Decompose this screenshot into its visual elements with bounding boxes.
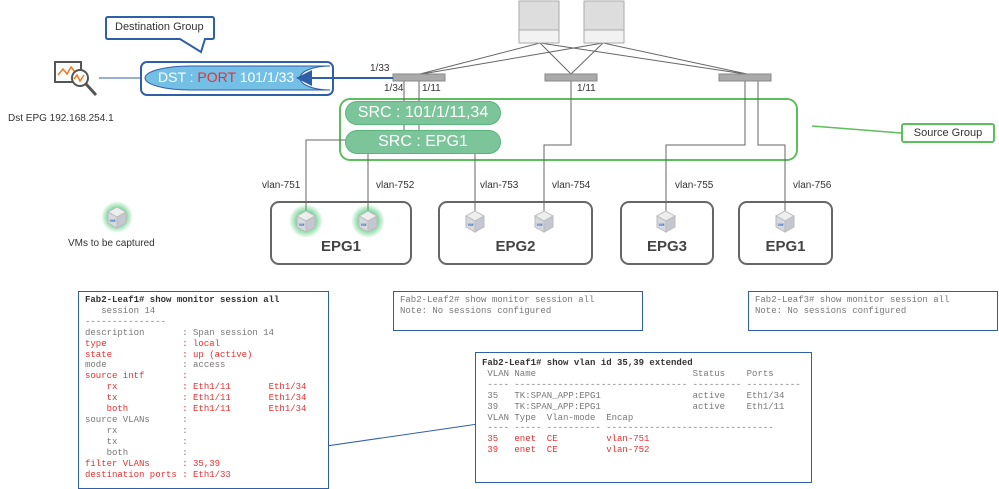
port-1-11-leaf2: 1/11 xyxy=(577,83,596,94)
epg-label: EPG1 xyxy=(320,238,362,255)
dst-label: DST : PORT 101/1/33 xyxy=(158,69,294,85)
terminal-line: session 14 xyxy=(85,305,156,316)
terminal-line: tx : Eth1/11 Eth1/34 xyxy=(85,393,307,404)
terminal-line: 35 TK:SPAN_APP:EPG1 active Eth1/34 xyxy=(482,390,785,401)
terminal-line: mode : access xyxy=(85,360,226,371)
vm-icon: VM xyxy=(295,210,317,233)
terminal-line: Note: No sessions configured xyxy=(400,305,552,316)
svg-text:VM: VM xyxy=(299,222,306,227)
vm-icon: VM xyxy=(357,210,379,233)
svg-text:VM: VM xyxy=(361,222,368,227)
dst-epg-label: Dst EPG 192.168.254.1 xyxy=(8,113,114,124)
vm-icon: VM xyxy=(106,206,128,229)
spine-switch-2 xyxy=(583,0,625,44)
vlan-label: vlan-756 xyxy=(793,180,832,191)
terminal-line: Fab2-Leaf1# show vlan id 35,39 extended xyxy=(482,358,693,368)
epg-box: EPG1 xyxy=(738,201,833,265)
terminal-line: source intf : xyxy=(85,371,188,382)
port-1-34: 1/34 xyxy=(384,83,404,94)
vlan-label: vlan-752 xyxy=(376,180,415,191)
terminal-line: state : up (active) xyxy=(85,349,253,360)
svg-text:VM: VM xyxy=(468,222,475,227)
dst-port-word: PORT xyxy=(197,69,236,85)
terminal-line: 39 enet CE vlan-752 xyxy=(482,445,650,456)
spine-switch-1 xyxy=(518,0,560,44)
epg-box: EPG3 xyxy=(620,201,714,265)
terminal-line: tx : xyxy=(85,436,188,447)
terminal-line: Fab2-Leaf3# show monitor session all xyxy=(755,295,950,305)
epg-label: EPG2 xyxy=(495,238,536,255)
terminal-line: VLAN Type Vlan-mode Encap xyxy=(482,412,634,423)
vm-icons: VM VM VM VM VM VM VM xyxy=(106,206,796,233)
vm-icon: VM xyxy=(464,210,486,233)
terminal-line: both : xyxy=(85,447,188,458)
vms-legend-label: VMs to be captured xyxy=(68,238,155,249)
vm-icon: VM xyxy=(533,210,555,233)
svg-text:VM: VM xyxy=(110,218,117,223)
terminal-line: both : Eth1/11 Eth1/34 xyxy=(85,404,307,415)
vlan-label: vlan-754 xyxy=(552,180,591,191)
dst-prefix: DST : xyxy=(158,69,198,85)
leaf1-vlan-output: Fab2-Leaf1# show vlan id 35,39 extended … xyxy=(475,352,812,483)
src-epg-pill: SRC : EPG1 xyxy=(345,130,501,154)
terminal-line: Fab2-Leaf2# show monitor session all xyxy=(400,295,595,305)
source-group-box xyxy=(339,98,798,161)
terminal-line: type : local xyxy=(85,338,221,349)
svg-text:VM: VM xyxy=(537,222,544,227)
svg-text:VM: VM xyxy=(778,222,785,227)
leaf1-switch xyxy=(392,73,446,82)
analyzer-icon xyxy=(54,61,98,97)
terminal-line: ---- -------------------------------- --… xyxy=(482,379,801,390)
epg-box: EPG1 xyxy=(270,201,412,265)
fabric-links xyxy=(419,42,748,75)
epg-label: EPG3 xyxy=(646,238,688,255)
terminal-line: rx : Eth1/11 Eth1/34 xyxy=(85,382,307,393)
vm-icon: VM xyxy=(655,210,677,233)
leaf3-switch xyxy=(718,73,772,82)
terminal-line: Fab2-Leaf1# show monitor session all xyxy=(85,295,280,305)
src-ports-pill: SRC : 101/1/11,34 xyxy=(345,101,501,125)
terminal-line: source VLANs : xyxy=(85,414,188,425)
source-group-connector xyxy=(811,125,902,134)
terminal-line: destination ports : Eth1/33 xyxy=(85,469,231,480)
destination-group-callout xyxy=(105,16,215,54)
terminal-line: 39 TK:SPAN_APP:EPG1 active Eth1/11 xyxy=(482,401,785,412)
vlan-label: vlan-753 xyxy=(480,180,519,191)
terminal-line: VLAN Name Status Ports xyxy=(482,368,774,379)
svg-text:VM: VM xyxy=(659,222,666,227)
leaf1-monitor-output: Fab2-Leaf1# show monitor session all ses… xyxy=(78,291,329,489)
terminal-line: ---- ----- ---------- ------------------… xyxy=(482,423,774,434)
terminal-line: filter VLANs : 35,39 xyxy=(85,458,221,469)
dst-port-value: 101/1/33 xyxy=(235,69,295,85)
leaf2-switch xyxy=(544,73,598,82)
source-group-label: Source Group xyxy=(901,123,995,143)
terminal-line: --------------- xyxy=(85,316,167,327)
terminal-line: description : Span session 14 xyxy=(85,327,275,338)
terminal-line: 35 enet CE vlan-751 xyxy=(482,434,650,445)
port-1-33: 1/33 xyxy=(370,63,390,74)
epg-box: EPG2 xyxy=(438,201,593,265)
terminal-line: rx : xyxy=(85,425,188,436)
port-1-11-leaf1: 1/11 xyxy=(422,83,441,94)
vlan-label: vlan-755 xyxy=(675,180,714,191)
terminal-line: Note: No sessions configured xyxy=(755,305,907,316)
vlan-label: vlan-751 xyxy=(262,180,301,191)
vm-icon: VM xyxy=(774,210,796,233)
destination-group-label: Destination Group xyxy=(115,21,204,33)
epg-label: EPG1 xyxy=(765,238,806,255)
